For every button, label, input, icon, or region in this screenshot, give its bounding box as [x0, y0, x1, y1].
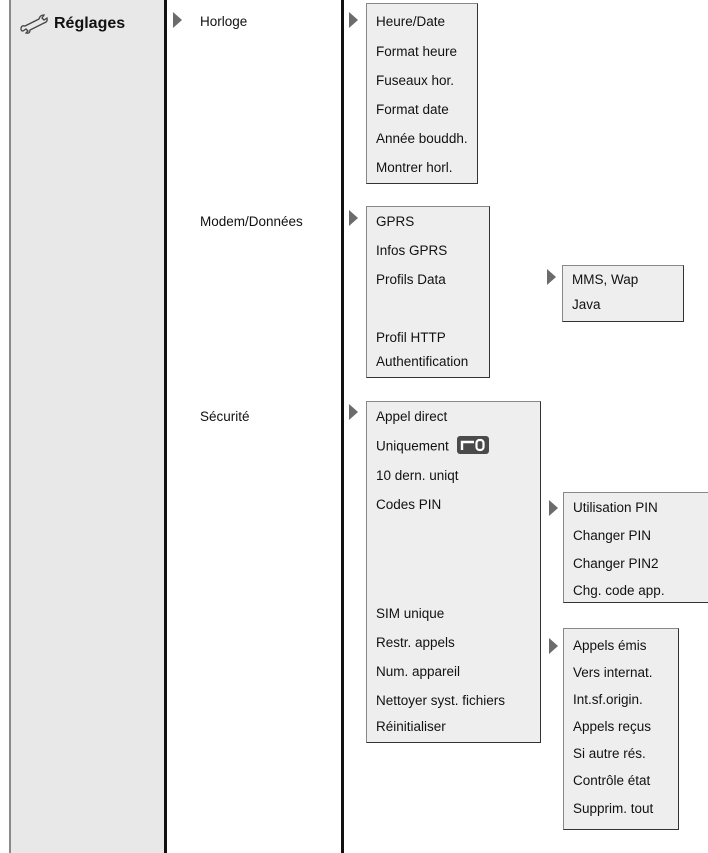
- submenu-item[interactable]: Fuseaux hor.: [376, 73, 455, 88]
- submenu-item[interactable]: Heure/Date: [376, 14, 446, 29]
- submenu-item[interactable]: GPRS: [376, 214, 415, 229]
- divider-bar-2: [341, 0, 344, 853]
- submenu-profils-data: [562, 265, 684, 322]
- arrow-icon: [173, 12, 182, 28]
- submenu-item[interactable]: SIM unique: [376, 606, 445, 621]
- menu-item-modem[interactable]: Modem/Données: [200, 214, 303, 229]
- arrow-icon: [547, 269, 556, 285]
- submenu-item[interactable]: Nettoyer syst. fichiers: [376, 693, 506, 708]
- settings-title: Réglages: [54, 15, 126, 32]
- submenu-item[interactable]: Supprim. tout: [573, 801, 654, 816]
- submenu-item[interactable]: Java: [572, 297, 601, 312]
- submenu-modem: [366, 206, 490, 378]
- wrench-icon: [18, 13, 50, 38]
- submenu-item-label: Uniquement: [376, 438, 449, 454]
- submenu-item[interactable]: Infos GPRS: [376, 243, 448, 258]
- submenu-item[interactable]: Codes PIN: [376, 497, 442, 512]
- submenu-item[interactable]: 10 dern. uniqt: [376, 468, 459, 483]
- submenu-item[interactable]: Changer PIN: [573, 528, 652, 543]
- submenu-item[interactable]: Vers internat.: [573, 665, 653, 680]
- submenu-horloge: [366, 3, 478, 184]
- submenu-item[interactable]: Restr. appels: [376, 635, 455, 650]
- submenu-item[interactable]: Année bouddh.: [376, 131, 468, 146]
- submenu-item[interactable]: Contrôle état: [573, 773, 651, 788]
- submenu-item[interactable]: Si autre rés.: [573, 746, 646, 761]
- key-icon: [456, 436, 489, 458]
- settings-column: [9, 0, 164, 853]
- submenu-item[interactable]: Utilisation PIN: [573, 500, 658, 515]
- submenu-item[interactable]: Authentification: [376, 354, 469, 369]
- submenu-codes-pin: [563, 492, 708, 603]
- menu-item-horloge[interactable]: Horloge: [200, 14, 248, 29]
- submenu-item[interactable]: Appel direct: [376, 409, 448, 424]
- submenu-item[interactable]: Int.sf.origin.: [573, 692, 643, 707]
- submenu-item[interactable]: Uniquement: [376, 436, 489, 458]
- submenu-item[interactable]: Montrer horl.: [376, 160, 453, 175]
- arrow-icon: [349, 404, 358, 420]
- arrow-icon: [349, 210, 358, 226]
- submenu-item[interactable]: Profils Data: [376, 272, 446, 287]
- submenu-item[interactable]: Appels émis: [573, 638, 647, 653]
- arrow-icon: [549, 500, 558, 516]
- submenu-item[interactable]: Réinitialiser: [376, 719, 446, 734]
- submenu-item[interactable]: Format heure: [376, 44, 458, 59]
- submenu-securite: [366, 401, 541, 743]
- submenu-item[interactable]: Chg. code app.: [573, 583, 665, 598]
- arrow-icon: [549, 638, 558, 654]
- divider-bar-1: [164, 0, 167, 853]
- submenu-item[interactable]: Appels reçus: [573, 719, 652, 734]
- submenu-item[interactable]: Num. appareil: [376, 664, 461, 679]
- submenu-item[interactable]: Profil HTTP: [376, 330, 446, 345]
- submenu-restr-appels: [563, 628, 679, 830]
- menu-item-securite[interactable]: Sécurité: [200, 409, 250, 424]
- submenu-item[interactable]: Changer PIN2: [573, 556, 659, 571]
- arrow-icon: [349, 12, 358, 28]
- submenu-item[interactable]: MMS, Wap: [572, 272, 639, 287]
- submenu-item[interactable]: Format date: [376, 102, 449, 117]
